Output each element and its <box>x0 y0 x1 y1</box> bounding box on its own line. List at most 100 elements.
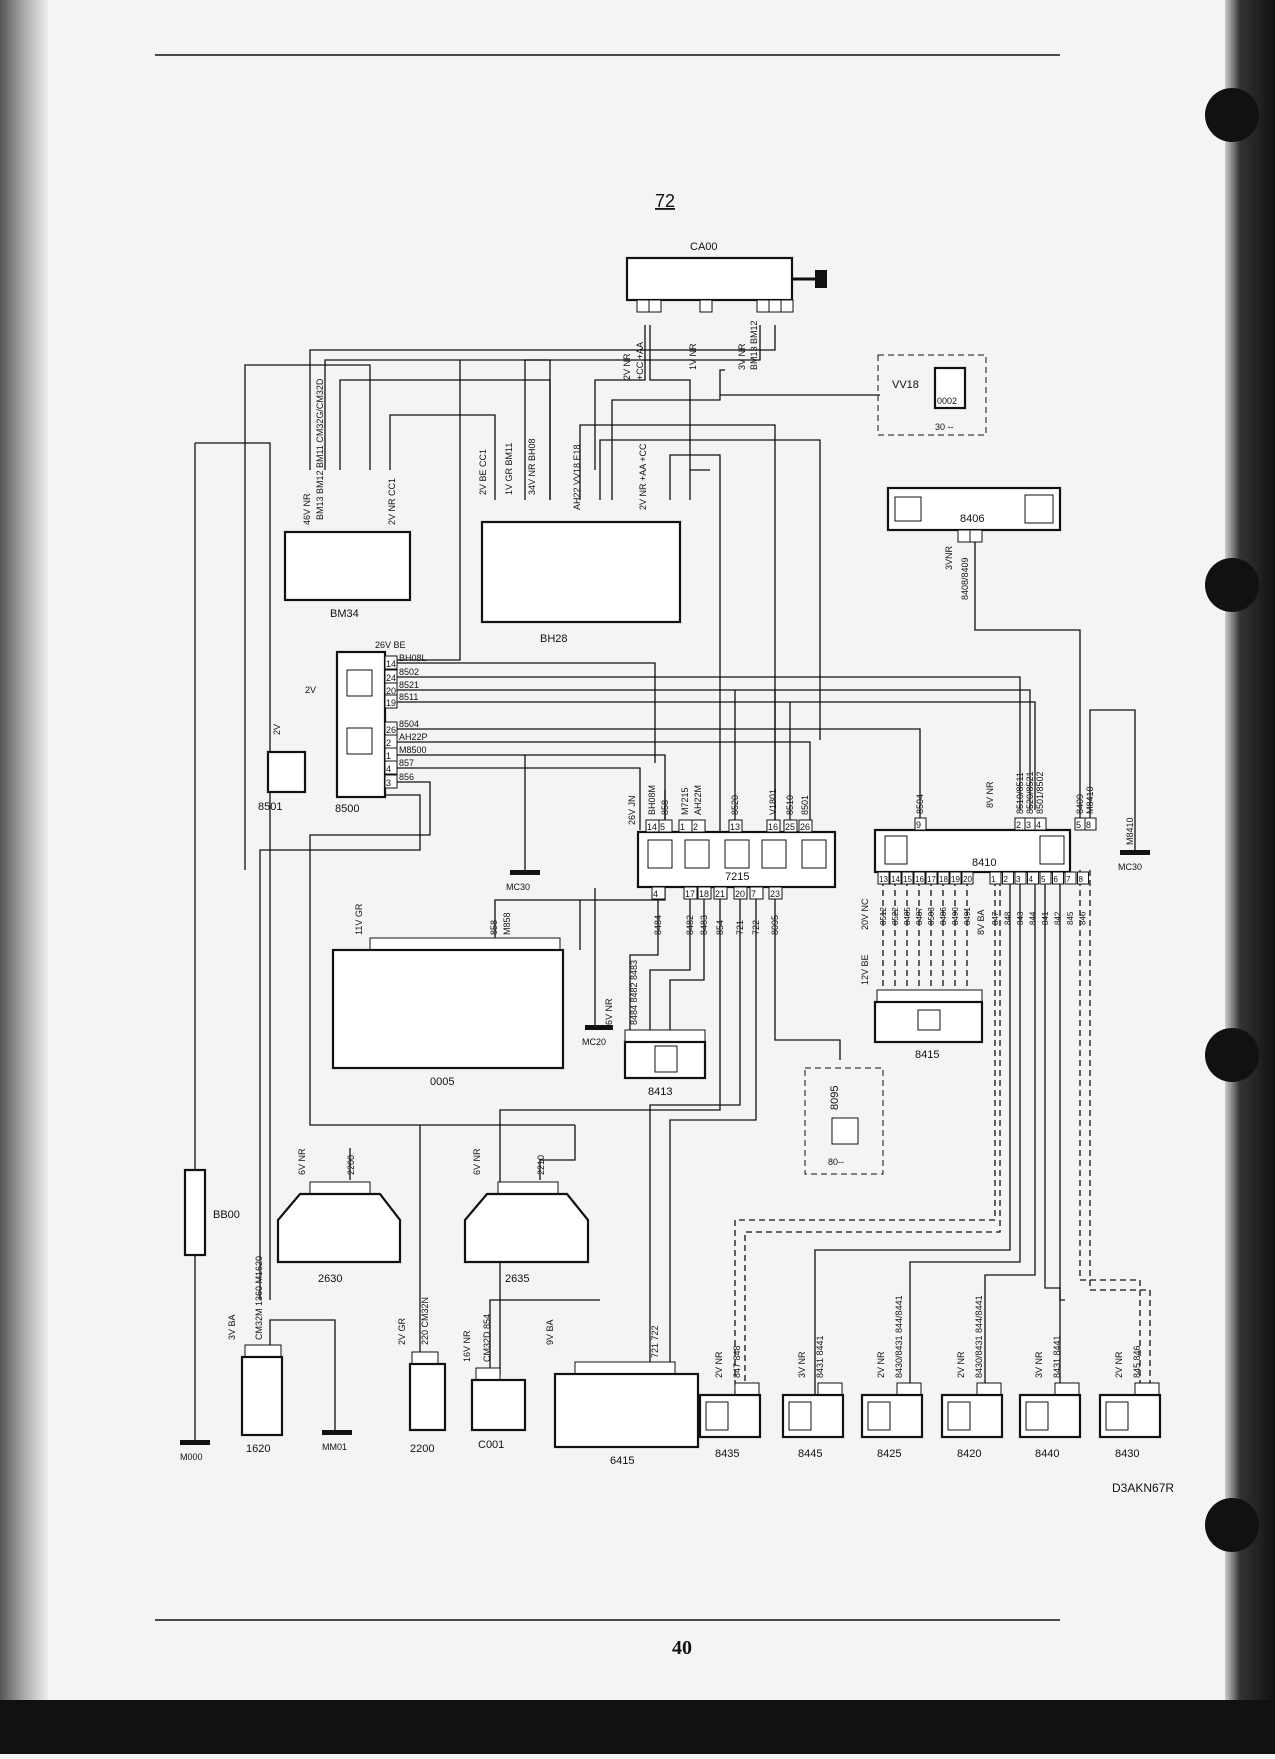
connector-label: 9V BA <box>545 1319 555 1345</box>
pin-number: 8 <box>1079 875 1084 884</box>
wire-label: 8502 <box>399 667 419 677</box>
connector-label: 2V NR CC1 <box>387 478 397 525</box>
wire-label: V1801 <box>768 789 778 815</box>
pin-number: 18 <box>939 875 948 884</box>
connector-label: 34V NR BH08 <box>527 438 537 495</box>
connector-label: 2V <box>272 724 282 735</box>
speaker-icon <box>1105 1401 1129 1431</box>
pin-box <box>1039 871 1052 885</box>
connector-label: 2V NR <box>714 1351 724 1378</box>
pin-box <box>989 871 1002 885</box>
pin-number: 4 <box>1029 875 1034 884</box>
wire-label: 857 <box>399 758 414 768</box>
pin-number: 8 <box>1086 820 1091 830</box>
component-label: 6415 <box>610 1455 634 1467</box>
pin-number: 21 <box>715 889 725 899</box>
wire-label: CM32D 854 <box>482 1314 492 1362</box>
pin-number: 7 <box>1066 875 1071 884</box>
pin-box <box>783 819 798 833</box>
component-label: 8095 <box>829 1086 841 1110</box>
pin-number: 6 <box>1054 875 1059 884</box>
wire-label: 8431 8441 <box>1052 1335 1062 1378</box>
wire-label: 856 <box>399 772 414 782</box>
pin-box <box>798 819 813 833</box>
component-8500: 8500 26V BE 2V 14BH08L248502208521198511… <box>305 640 428 815</box>
connector-label: 1V NR <box>688 343 698 370</box>
wire-label: 8501 <box>800 795 810 815</box>
wires <box>194 325 1151 1440</box>
wire-label: 722 <box>751 920 761 935</box>
component-2635: 2635 6V NR 2210 <box>463 1148 590 1285</box>
wire-label: 2200 <box>346 1155 356 1175</box>
ground-label: MC20 <box>582 1037 606 1047</box>
pin-number: 4 <box>653 889 658 899</box>
pin-number: 4 <box>386 764 391 774</box>
pin-number: 14 <box>386 659 396 669</box>
wire-label: 8490 <box>951 907 960 925</box>
pin-number: 16 <box>915 875 924 884</box>
wire-label: 8430/8431 844/8441 <box>974 1295 984 1378</box>
ground-label: M000 <box>180 1452 203 1462</box>
component-1620: 1620 3V BA CM32M 1360 M1620 <box>227 1256 284 1455</box>
component-label: BH28 <box>540 633 568 645</box>
wire-label: 8095 <box>770 915 780 935</box>
connector-label: 20V NC <box>860 898 870 930</box>
pin-number: 24 <box>386 673 396 683</box>
component-2200: 2200 2V GR 220 CM32N <box>397 1297 447 1455</box>
pin-box <box>901 871 914 885</box>
wire-label: M8410 <box>1085 786 1095 814</box>
pin-box <box>937 871 950 885</box>
pin-box <box>1084 817 1097 831</box>
wire-label: 847 <box>991 911 1000 925</box>
wire-label: 8504 <box>399 719 419 729</box>
wire-label: 8484 <box>653 915 663 935</box>
pin-number: 17 <box>685 889 695 899</box>
wire-label: 8522 <box>891 907 900 925</box>
pin-box <box>1002 871 1014 885</box>
component-label: 2630 <box>318 1273 342 1285</box>
pin-number: 2 <box>693 822 698 832</box>
connector-label: 6V NR <box>604 998 614 1025</box>
reference-label: 30 -- <box>935 422 954 432</box>
component-label: CA00 <box>690 241 718 253</box>
component-CA00: CA00 2V NR +CC +AA 1V NR 3V NR BM13 BM12 <box>622 241 827 380</box>
wire-label: 8487 <box>915 907 924 925</box>
wire-label: 845 846 <box>1132 1345 1142 1378</box>
wire-label: BH08L <box>399 653 427 663</box>
connector-label: 3V NR <box>737 343 747 370</box>
wire-label: BM13 BM12 <box>749 320 759 370</box>
component-label: 8420 <box>957 1448 981 1460</box>
pin-number: 3 <box>386 778 391 788</box>
component-BB00: BB00 <box>183 1168 240 1257</box>
wire-label: 842 <box>1054 911 1063 925</box>
wire-label: 8520/8521 <box>1025 771 1035 814</box>
pin-box <box>384 655 398 670</box>
connector-label: 16V NR <box>462 1330 472 1362</box>
pin-box <box>384 694 398 709</box>
component-label: 8415 <box>915 1049 939 1061</box>
wire-label: 8503 <box>927 907 936 925</box>
connector-label: 2V GR <box>397 1317 407 1345</box>
wire-label: 8520 <box>730 795 740 815</box>
pin-number: 20 <box>963 875 972 884</box>
8415-harness <box>882 870 968 990</box>
pin-number: 15 <box>903 875 912 884</box>
connector-label: 2V NR <box>876 1351 886 1378</box>
component-label: 8435 <box>715 1448 739 1460</box>
wire-label: M7215 <box>680 787 690 815</box>
wire-label: 841 <box>1041 911 1050 925</box>
connector <box>734 1382 760 1396</box>
pin-box <box>384 774 398 789</box>
grounds: M000 MM01 MC30 MC20 MC30 M8410 <box>180 817 1150 1462</box>
connector-label: 6V NR <box>472 1148 482 1175</box>
pin-box <box>384 760 398 775</box>
wire-label: 220 CM32N <box>420 1297 430 1345</box>
component-label: 8406 <box>960 513 984 525</box>
wire-label: 858 <box>489 920 499 935</box>
wire-label: 8431 8441 <box>815 1335 825 1378</box>
ground-label: MM01 <box>322 1442 347 1452</box>
pin-box <box>658 819 673 833</box>
connector-label: 26V BE <box>375 640 406 650</box>
wire-label: 721 <box>735 920 745 935</box>
